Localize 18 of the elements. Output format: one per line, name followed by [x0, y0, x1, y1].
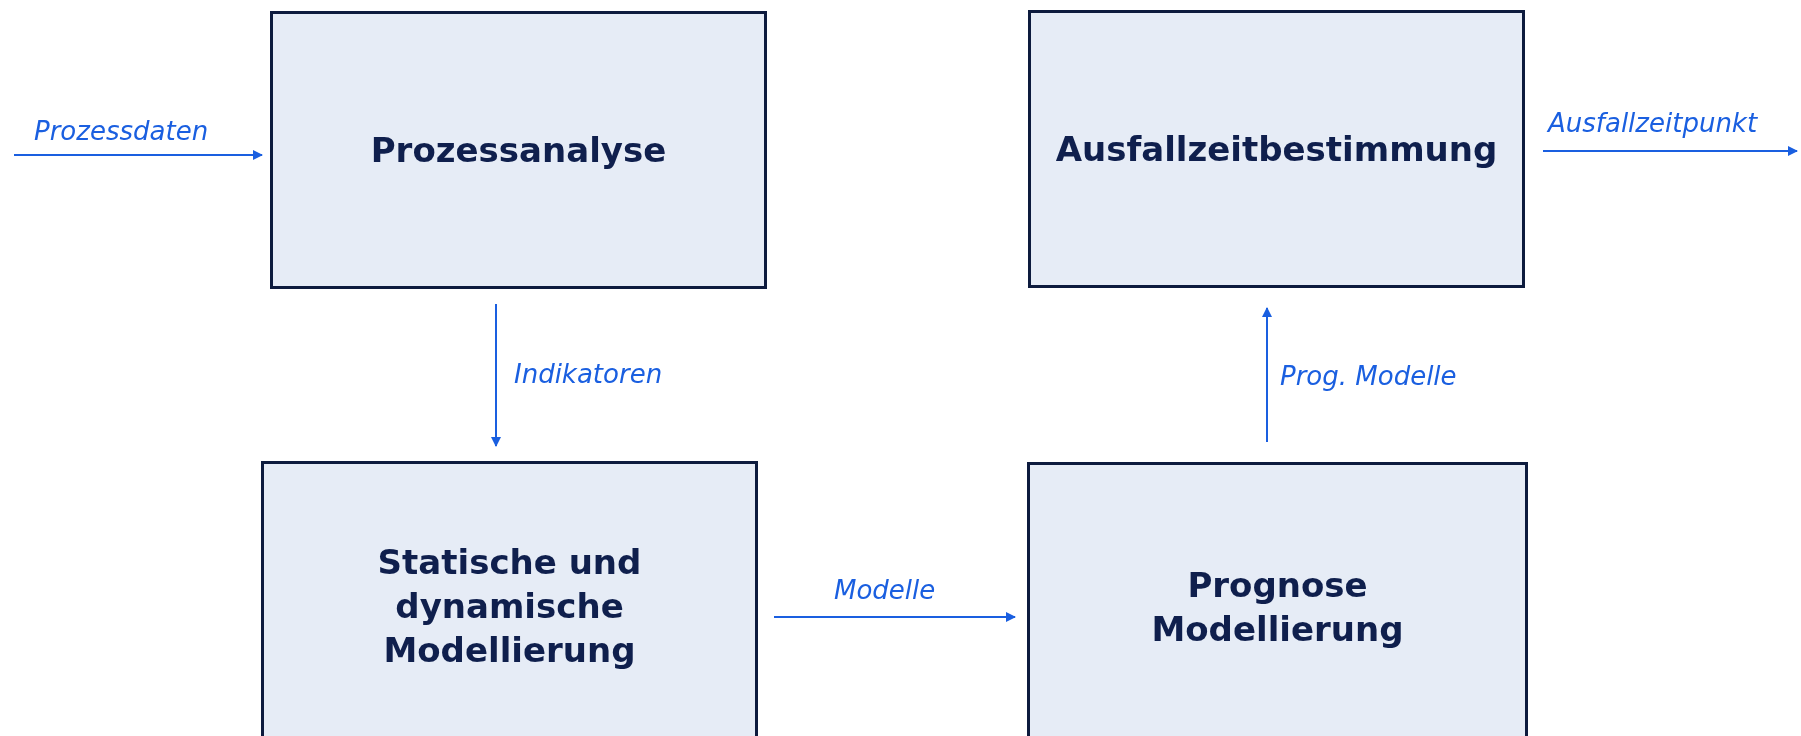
edge-label: Ausfallzeitpunkt [1548, 107, 1758, 140]
box-title: Prozessanalyse [369, 129, 668, 172]
box-title: Ausfallzeitbestimmung [1054, 128, 1499, 171]
process-box [261, 461, 758, 736]
box-title: Statische und dynamische Modellierung [376, 541, 643, 672]
process-box [1027, 462, 1528, 736]
arrow [1542, 146, 1798, 156]
box-title: Prognose Modellierung [1150, 564, 1405, 651]
arrow [1262, 307, 1272, 443]
edge-label: Indikatoren [514, 358, 663, 391]
process-box [270, 11, 767, 289]
edge-label: Modelle [834, 574, 936, 607]
process-box [1028, 10, 1525, 288]
edge-label: Prog. Modelle [1280, 360, 1457, 393]
arrow [773, 612, 1016, 622]
arrow [13, 150, 263, 160]
arrow [491, 303, 501, 447]
edge-label: Prozessdaten [34, 115, 209, 148]
